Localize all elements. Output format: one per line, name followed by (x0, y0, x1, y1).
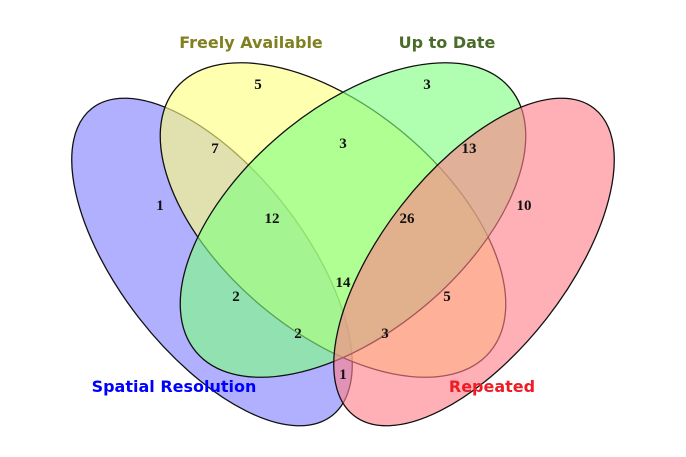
set-ellipse-repeated (333, 97, 615, 427)
region-count: 1 (156, 198, 164, 214)
region-count: 3 (381, 326, 389, 342)
region-count: 5 (443, 289, 451, 305)
region-count: 2 (294, 326, 302, 342)
region-count: 26 (400, 211, 416, 227)
region-count: 14 (336, 275, 352, 291)
set-label: Up to Date (399, 33, 496, 52)
region-count: 13 (462, 141, 477, 157)
region-count: 10 (517, 198, 532, 214)
region-count: 5 (254, 77, 262, 93)
region-count: 3 (339, 136, 347, 152)
set-label: Spatial Resolution (92, 377, 257, 396)
region-count: 7 (211, 141, 219, 157)
region-count: 12 (265, 211, 280, 227)
region-count: 3 (423, 77, 431, 93)
region-count: 2 (232, 289, 240, 305)
region-count: 1 (339, 367, 347, 383)
set-label: Freely Available (179, 33, 323, 52)
set-label: Repeated (449, 377, 535, 396)
